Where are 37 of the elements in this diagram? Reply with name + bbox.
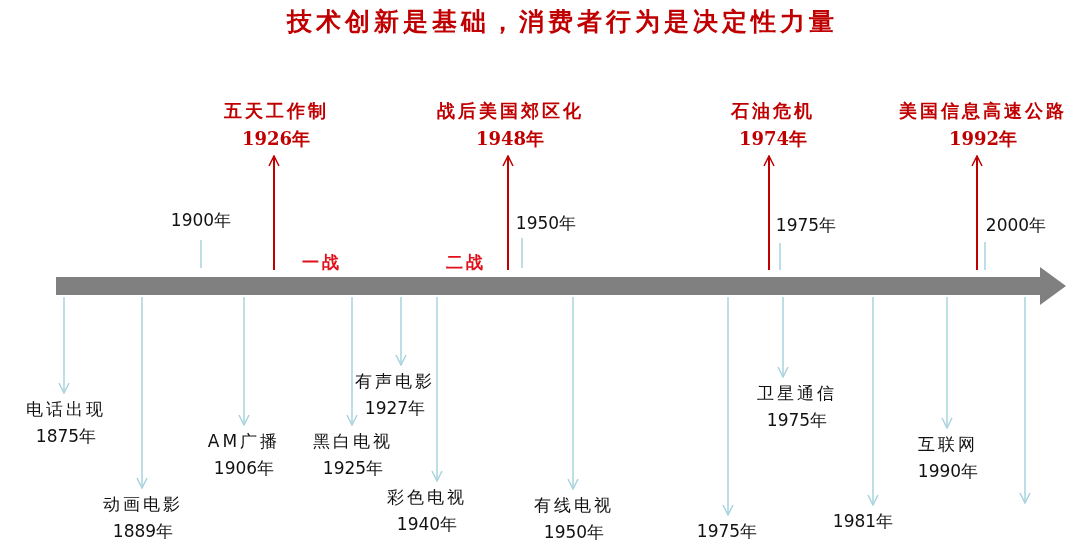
event-label: 战后美国郊区化 1948年	[436, 97, 584, 153]
period-label: 一战	[302, 251, 342, 273]
event-label: 卫星通信 1975年	[757, 380, 837, 434]
event-label: 互联网 1990年	[917, 431, 979, 485]
arrow	[502, 155, 514, 271]
year-label: 1950年	[515, 212, 577, 234]
year-label: 2000年	[985, 214, 1047, 236]
arrow	[763, 155, 775, 271]
event-label: 有声电影 1927年	[355, 368, 435, 422]
event-label: 电话出现 1875年	[26, 396, 106, 450]
arrow	[867, 296, 879, 506]
arrow	[58, 296, 70, 394]
arrow	[136, 296, 148, 489]
arrow	[567, 296, 579, 490]
event-label: AM广播 1906年	[207, 428, 281, 482]
arrow	[722, 296, 734, 516]
event-label: 美国信息高速公路 1992年	[899, 97, 1067, 153]
arrow	[238, 296, 250, 426]
event-label: 动画电影 1889年	[103, 491, 183, 545]
title: 技术创新是基础，消费者行为是决定性力量	[286, 6, 838, 38]
event-label: 黑白电视 1925年	[313, 428, 393, 482]
period-label: 二战	[446, 251, 486, 273]
event-label: 石油危机 1974年	[731, 97, 815, 153]
event-label: 有线电视 1950年	[534, 492, 614, 546]
arrow	[395, 296, 407, 366]
arrow	[971, 155, 983, 271]
event-label: 1981年	[832, 508, 894, 535]
year-label: 1900年	[170, 209, 232, 231]
event-label: 彩色电视 1940年	[387, 484, 467, 538]
arrow	[431, 296, 443, 482]
arrow	[941, 296, 953, 429]
arrow	[346, 296, 358, 426]
arrow	[777, 296, 789, 378]
year-label: 1975年	[775, 214, 837, 236]
arrow	[268, 155, 280, 271]
event-label: 五天工作制 1926年	[223, 97, 329, 153]
event-label: 1975年	[696, 518, 758, 545]
